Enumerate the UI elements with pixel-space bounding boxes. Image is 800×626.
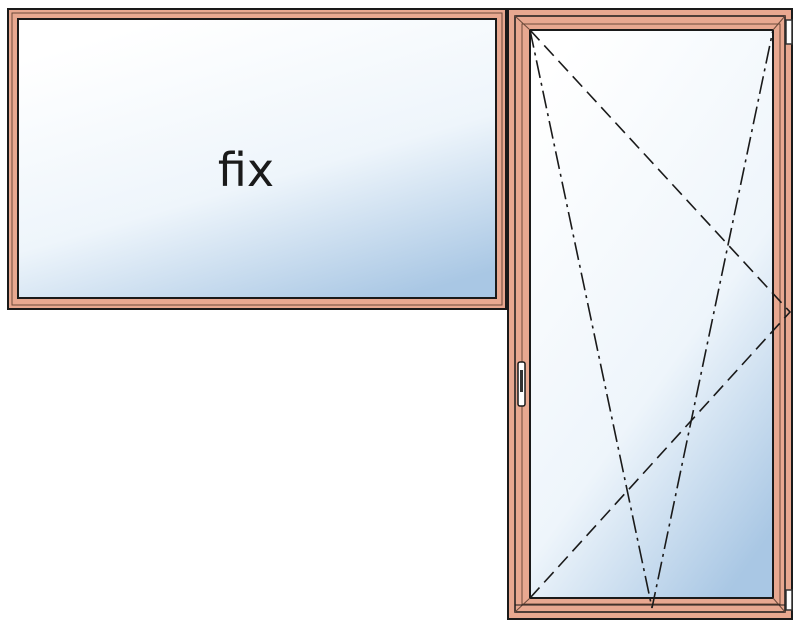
hinge-top-icon [785,19,793,45]
fixed-window-frame-bevel [11,12,503,306]
fixed-window: fix [7,8,507,310]
door-corner-joint [514,15,531,31]
fixed-window-glass [17,18,497,299]
tilt-turn-door [507,8,793,620]
door-corner-joint [772,15,786,31]
hinge-bottom-icon [785,589,793,611]
handle-icon [517,361,526,407]
door-sash-bevel [521,23,781,605]
door-glass [529,29,774,599]
fixed-pane-label: fix [218,143,274,197]
turn-opening-line [529,29,792,599]
tilt-opening-line [529,29,774,609]
